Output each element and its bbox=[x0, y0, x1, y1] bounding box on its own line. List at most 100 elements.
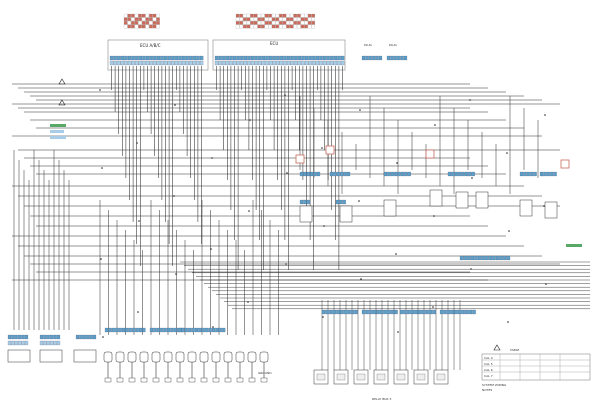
component-connector-pin bbox=[339, 199, 343, 205]
pin-cell bbox=[282, 17, 287, 22]
pin-cell bbox=[286, 13, 290, 18]
ecu-right-pin bbox=[268, 55, 273, 61]
bottom-connector-pin bbox=[121, 327, 126, 333]
pin-cell bbox=[275, 13, 280, 18]
ecu-right-pin bbox=[254, 55, 258, 61]
relay-connector-pin bbox=[403, 309, 407, 315]
bottom-connector-pin bbox=[222, 327, 226, 333]
pin-cell bbox=[138, 24, 142, 29]
ecu-right-pin bbox=[279, 55, 284, 61]
junction-dot bbox=[175, 273, 177, 275]
component-box bbox=[339, 205, 353, 223]
pin-cell bbox=[282, 21, 287, 25]
pin-cell bbox=[257, 13, 262, 18]
relay-connector-pin bbox=[467, 255, 471, 261]
plug-pin bbox=[400, 55, 404, 61]
bottom-connector-pin bbox=[177, 327, 182, 333]
junction-dot bbox=[322, 316, 324, 318]
component-connector-pin bbox=[464, 171, 469, 177]
pin-cell bbox=[138, 17, 142, 22]
plug-pin bbox=[386, 55, 391, 61]
ecu-left-pin bbox=[196, 60, 200, 66]
pin-cell bbox=[134, 13, 139, 18]
ecu-right-pin bbox=[258, 55, 262, 61]
ecu-right-pin bbox=[337, 60, 341, 66]
ecu-right-pin bbox=[229, 55, 233, 61]
left-connector-pin bbox=[75, 334, 80, 340]
pin-cell bbox=[311, 17, 316, 22]
ecu-right-pin bbox=[315, 60, 320, 66]
left-connector-pin bbox=[50, 340, 54, 346]
sensor-body bbox=[187, 351, 197, 363]
relay-connector-pin bbox=[459, 255, 464, 261]
relay-coil bbox=[436, 373, 446, 381]
component-connector-pin bbox=[461, 171, 465, 177]
ecu-right-pin bbox=[250, 60, 255, 66]
ecu-right-pin bbox=[243, 60, 248, 66]
relay-connector-pin bbox=[369, 309, 373, 315]
ecu-right-pin bbox=[265, 55, 269, 61]
left-connector-pin bbox=[46, 334, 50, 340]
pin-cell bbox=[156, 21, 160, 25]
left-connector-pin bbox=[43, 334, 47, 340]
legend-row-4: CAL 7 bbox=[484, 374, 493, 378]
pin-cell bbox=[134, 24, 139, 29]
relay-coil bbox=[416, 373, 426, 381]
sensor-body bbox=[235, 351, 245, 363]
component-connector-pin bbox=[299, 171, 304, 177]
junction-dot bbox=[173, 195, 175, 197]
ecu-right-pin bbox=[294, 60, 298, 66]
sensor-tip bbox=[128, 377, 136, 383]
relay-connector-pin bbox=[432, 309, 436, 315]
relay-connector-pin bbox=[354, 309, 358, 315]
pin-cell bbox=[257, 24, 262, 29]
junction-dot bbox=[433, 215, 435, 217]
ecu-right-pin bbox=[319, 60, 323, 66]
ecu-right-pin bbox=[214, 55, 219, 61]
legend-title: TABLE bbox=[509, 348, 519, 352]
ecu-left-pin bbox=[149, 60, 153, 66]
bottom-components bbox=[7, 189, 558, 385]
ecu-right-pin bbox=[333, 60, 338, 66]
ecu-left-pin bbox=[174, 60, 179, 66]
component-connector-pin bbox=[539, 171, 544, 177]
component-connector-pin bbox=[523, 171, 527, 177]
component-connector-pin bbox=[519, 171, 524, 177]
ecu-right-pin bbox=[290, 60, 294, 66]
junction-dot bbox=[396, 162, 398, 164]
pin-cell bbox=[152, 13, 157, 18]
relay-connector-pin bbox=[394, 309, 398, 315]
ecu-right-pin bbox=[222, 60, 226, 66]
pin-cell bbox=[279, 24, 283, 29]
pin-cell bbox=[246, 17, 251, 22]
junction-dot bbox=[248, 210, 250, 212]
ecu-right-pin bbox=[297, 55, 302, 61]
green-label bbox=[50, 124, 66, 127]
relay-connector-pin bbox=[343, 309, 347, 315]
pin-cell bbox=[304, 24, 308, 29]
component-connector-pin bbox=[471, 171, 475, 177]
bottom-connector-pin bbox=[135, 327, 139, 333]
pin-cell bbox=[261, 17, 265, 22]
ecu-left-pin bbox=[149, 55, 153, 61]
component-connector-pin bbox=[468, 171, 472, 177]
sensor-tip bbox=[212, 377, 220, 383]
relay-connector-pin bbox=[503, 255, 507, 261]
ecu-right-pin bbox=[333, 55, 338, 61]
ecu-right-pin bbox=[250, 55, 255, 61]
junction-dot bbox=[99, 89, 101, 91]
left-connector-pin bbox=[43, 340, 47, 346]
component-connector-pin bbox=[316, 171, 321, 177]
plug-right-2-label: PLUG bbox=[389, 43, 398, 47]
ecu-left-pin bbox=[163, 60, 168, 66]
ecu-left-label: ECU A/B/C bbox=[140, 43, 161, 48]
relay-connector-pin bbox=[454, 309, 458, 315]
pin-cell bbox=[304, 17, 308, 22]
component-connector-pin bbox=[383, 171, 388, 177]
pin-cell bbox=[243, 17, 247, 22]
ecu-right-pin bbox=[261, 60, 266, 66]
sensor-tip bbox=[248, 377, 256, 383]
pin-cell bbox=[261, 24, 265, 29]
ecu-left-pin bbox=[199, 55, 204, 61]
pin-cell bbox=[131, 17, 135, 22]
